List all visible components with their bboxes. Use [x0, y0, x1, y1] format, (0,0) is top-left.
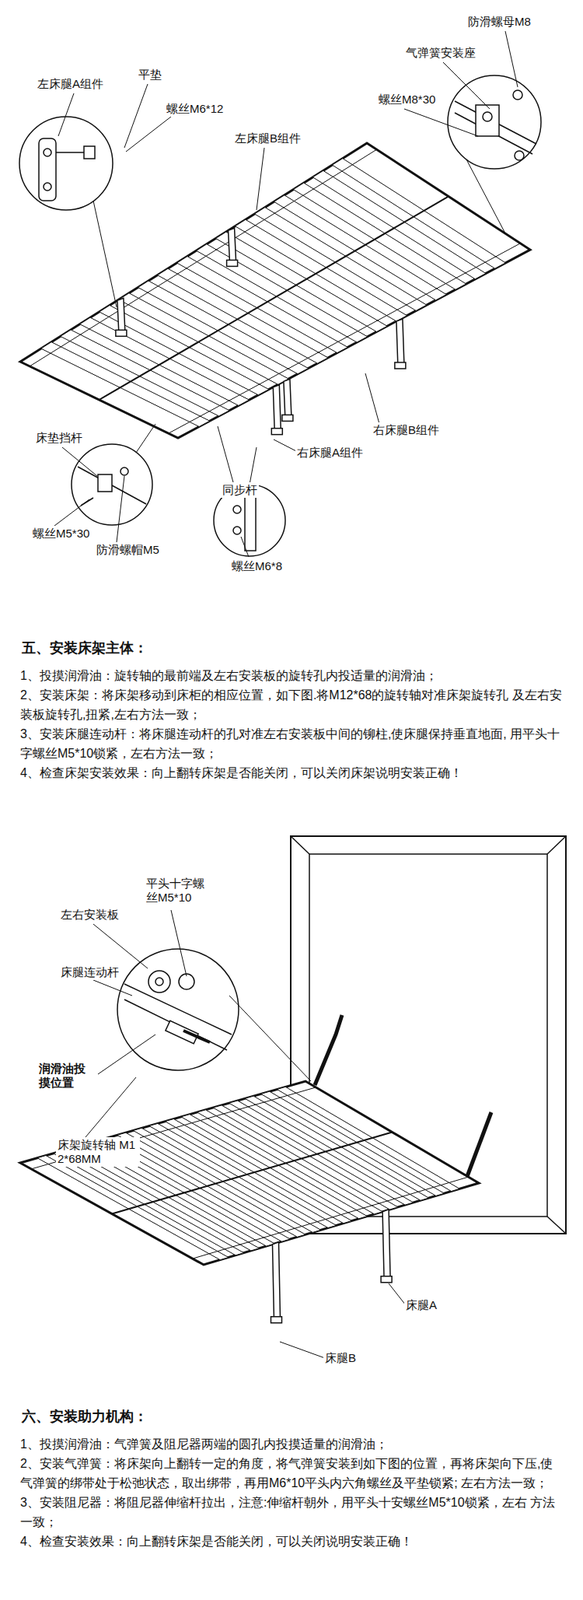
instruction-step: 2、安装气弹簧：将床架向上翻转一定的角度，将气弹簧安装到如下图的位置，再将床架向… — [20, 1452, 565, 1492]
bed-part — [283, 378, 292, 419]
bed-part — [380, 1275, 392, 1282]
instruction-step: 3、安装阻尼器：将阻尼器伸缩杆拉出，注意:伸缩杆朝外，用平头十安螺丝M5*10锁… — [20, 1491, 565, 1531]
part-label: 平垫 — [136, 66, 164, 83]
bed-part — [226, 259, 238, 266]
section-heading: 六、安装助力机构： — [20, 1406, 150, 1426]
part-label: 右床腿A组件 — [295, 444, 365, 461]
part-label: 平头十字螺 丝M5*10 — [144, 875, 220, 905]
bed-part — [228, 227, 237, 264]
part-label: 床腿连动杆 — [59, 963, 121, 980]
part-label: 床垫挡杆 — [34, 429, 84, 446]
part-label: 气弹簧安装座 — [404, 45, 478, 61]
part-label: 床腿B — [323, 1349, 358, 1365]
part-label: 防滑螺帽M5 — [94, 541, 161, 558]
part-label: 床腿A — [404, 1296, 439, 1313]
bed-part — [394, 362, 406, 369]
part-label: 防滑螺母M8 — [466, 13, 533, 30]
part-label: 床架旋转轴 M12*68MM — [55, 1136, 140, 1166]
part-label: 右床腿B组件 — [371, 422, 441, 438]
bed-part — [31, 1086, 316, 1169]
part-label: 螺丝M8*30 — [377, 91, 437, 108]
instruction-list: 1、投摸润滑油：气弹簧及阻尼器两端的圆孔内投摸适量的润滑油；2、安装气弹簧：将床… — [20, 1433, 565, 1551]
bed-part — [282, 414, 294, 421]
instruction-step: 1、投摸润滑油：旋转轴的最前端及左右安装板的旋转孔内投适量的润滑油； — [20, 665, 565, 685]
bed-part — [396, 318, 405, 367]
part-label: 左床腿B组件 — [233, 130, 303, 147]
instruction-step: 1、投摸润滑油：气弹簧及阻尼器两端的圆孔内投摸适量的润滑油； — [20, 1433, 565, 1453]
bed-part — [115, 329, 127, 336]
bed-part — [382, 1208, 391, 1280]
bed-part — [192, 1176, 469, 1258]
bed-part — [168, 243, 521, 433]
bed-part — [272, 1241, 281, 1320]
bed-part — [111, 1131, 393, 1214]
bed-part — [272, 384, 281, 433]
part-label: 润滑油投 摸位置 — [37, 1060, 98, 1090]
part-label: 螺丝M6*12 — [164, 101, 225, 117]
instruction-step: 4、检查安装效果：向上翻转床架是否能关闭，可以关闭说明安装正确！ — [20, 1530, 565, 1551]
bed-part — [99, 196, 450, 401]
part-label: 同步杆 — [220, 481, 259, 498]
bed-part — [117, 297, 126, 334]
section-heading: 五、安装床架主体： — [20, 638, 150, 658]
part-label: 左床腿A组件 — [35, 76, 105, 92]
bed-part — [271, 1316, 283, 1323]
part-label: 螺丝M5*30 — [31, 525, 91, 542]
instruction-step: 4、检查床架安装效果：向上翻转床架是否能关闭，可以关闭床架说明安装正确！ — [20, 762, 565, 782]
instruction-list: 1、投摸润滑油：旋转轴的最前端及左右安装板的旋转孔内投适量的润滑油；2、安装床架… — [20, 665, 565, 782]
bed-part — [271, 428, 283, 435]
bed-part — [20, 1080, 479, 1264]
instruction-step: 3、安装床腿连动杆：将床腿连动杆的孔对准左右安装板中间的铆柱,使床腿保持垂直地面… — [20, 723, 565, 763]
instruction-step: 2、安装床架：将床架移动到床柜的相应位置，如下图.将M12*68的旋转轴对准床架… — [20, 684, 565, 724]
part-label: 左右安装板 — [59, 906, 121, 922]
part-label: 螺丝M6*8 — [230, 558, 284, 574]
